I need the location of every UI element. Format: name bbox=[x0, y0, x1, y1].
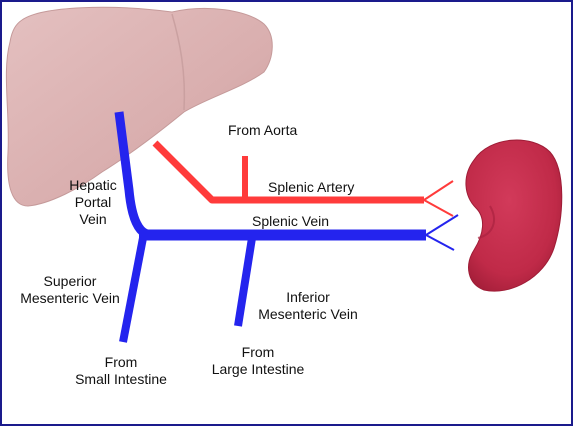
label-hepatic-portal-vein: Hepatic Portal Vein bbox=[69, 177, 117, 227]
label-superior-mesenteric-vein: Superior Mesenteric Vein bbox=[20, 273, 120, 306]
label-splenic-artery: Splenic Artery bbox=[268, 179, 355, 195]
splenic-artery bbox=[152, 140, 454, 217]
label-from-aorta: From Aorta bbox=[228, 122, 298, 138]
liver-shape bbox=[5, 6, 273, 207]
spleen-shape bbox=[465, 139, 563, 292]
label-inferior-mesenteric-vein: Inferior Mesenteric Vein bbox=[258, 289, 358, 322]
label-from-large-intestine: From Large Intestine bbox=[211, 344, 305, 377]
label-from-small-intestine: From Small Intestine bbox=[75, 354, 167, 387]
portal-vein-system bbox=[114, 111, 459, 343]
liver-lobe-line bbox=[171, 13, 186, 111]
label-splenic-vein: Splenic Vein bbox=[252, 213, 330, 229]
spleen-notch bbox=[477, 205, 495, 239]
